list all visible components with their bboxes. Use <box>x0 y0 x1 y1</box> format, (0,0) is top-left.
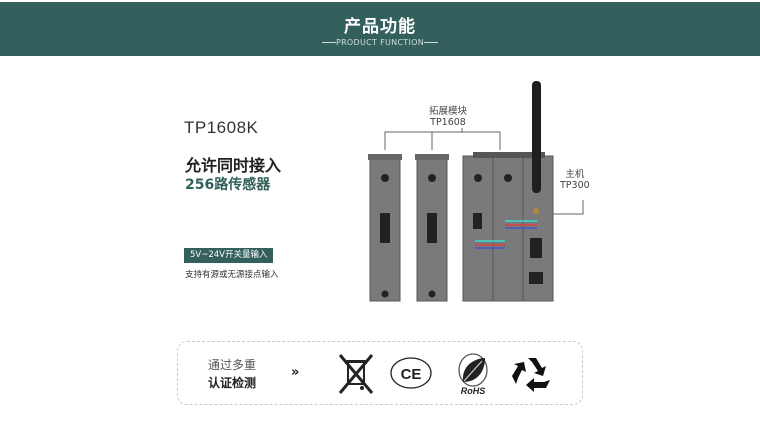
weee-icon <box>338 354 374 394</box>
cert-line1: 通过多重 <box>208 358 257 372</box>
input-description: 支持有源或无源接点输入 <box>185 270 279 280</box>
feature-highlight: 256路传感器 <box>185 177 271 193</box>
host-callout: 主机 TP300 <box>560 169 590 191</box>
host-label: 主机 <box>565 169 585 180</box>
divider <box>424 42 439 43</box>
device-diagram: 拓展模块 TP1608 主机 TP300 <box>355 78 595 308</box>
host-model: TP300 <box>560 180 590 191</box>
svg-text:RoHS: RoHS <box>461 386 486 396</box>
double-chevron-icon: » <box>291 365 300 380</box>
section-title: 产品功能 <box>344 17 416 37</box>
subtitle-text: PRODUCT FUNCTION <box>335 38 425 47</box>
certification-panel: 通过多重 认证检测 » CE RoHS <box>177 341 583 405</box>
section-header: 产品功能 PRODUCT FUNCTION <box>0 2 760 56</box>
expansion-label: 拓展模块 <box>429 106 468 117</box>
svg-text:CE: CE <box>401 366 422 383</box>
section-subtitle: PRODUCT FUNCTION <box>0 38 760 47</box>
expansion-model: TP1608 <box>430 117 466 128</box>
rohs-icon: RoHS <box>458 353 488 396</box>
ce-icon: CE <box>390 357 432 389</box>
product-model: TP1608K <box>184 118 259 137</box>
antenna <box>532 81 541 214</box>
input-badge: 5V~24V开关量输入 <box>184 248 274 263</box>
device-illustration <box>368 81 584 302</box>
expansion-callout: 拓展模块 TP1608 <box>429 106 467 128</box>
module-2 <box>415 154 449 302</box>
divider <box>321 42 336 43</box>
cert-line2: 认证检测 <box>208 376 257 390</box>
module-1 <box>368 154 402 302</box>
feature-headline: 允许同时接入 <box>185 156 282 175</box>
recycle-icon <box>512 358 550 392</box>
